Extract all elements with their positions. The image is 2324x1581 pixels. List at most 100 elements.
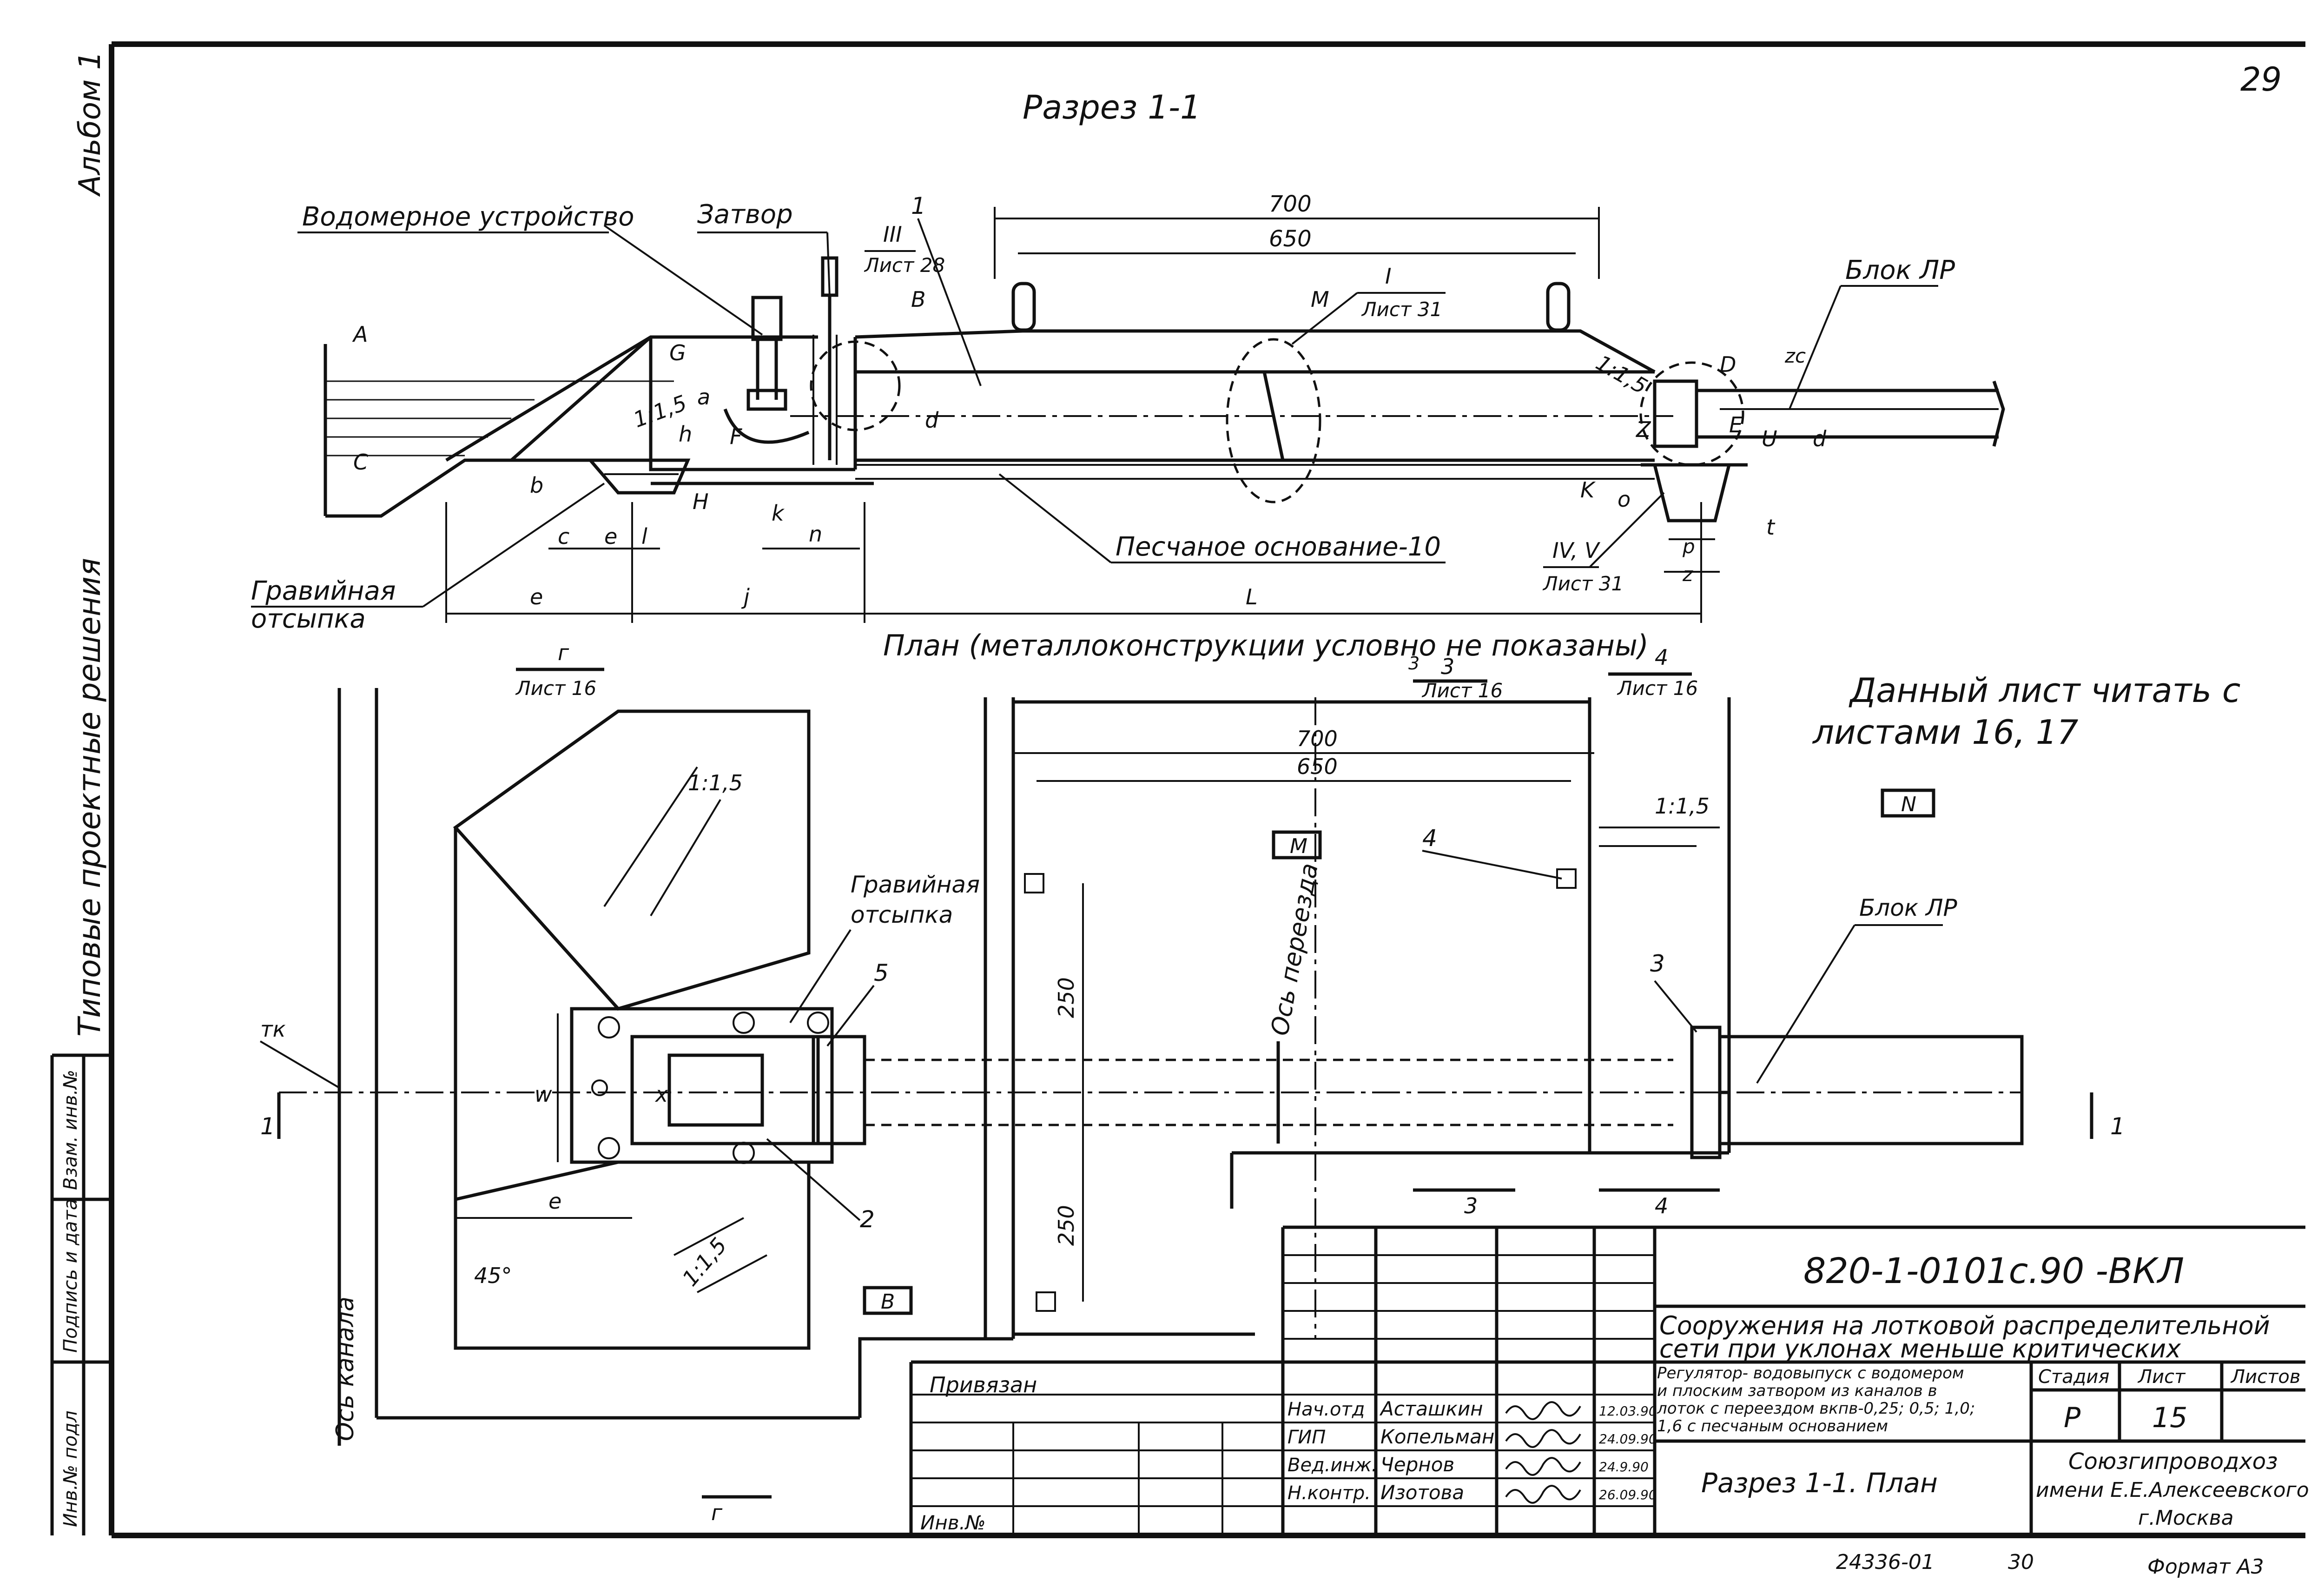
title-line-1: Сооружения на лотковой распределительной <box>1659 1311 2270 1340</box>
callout-1: 1 <box>911 192 926 219</box>
dim-letter-G: G <box>669 340 686 365</box>
ref-3-bottom: 3 <box>1464 1193 1478 1218</box>
dim-letter-t: t <box>1766 515 1776 540</box>
dim-letter-Z: Z <box>1635 417 1651 442</box>
dim-letter-L: L <box>1246 584 1258 609</box>
dim-letter-o: o <box>1618 487 1631 512</box>
ref-g-top-sub: Лист 16 <box>515 677 596 700</box>
dim-letter-c: c <box>558 524 569 549</box>
date-3: 24.9.90 <box>1599 1459 1649 1475</box>
plan-title: План (металлоконструкции условно не пока… <box>883 628 1649 662</box>
plan-dim-700: 700 <box>1297 726 1338 751</box>
sheet-ref-IV-sub: Лист 31 <box>1542 572 1624 595</box>
side-strip-text: Альбом 1 Типовые проектные решения Взам.… <box>60 51 107 1527</box>
role-1: Нач.отд <box>1287 1399 1365 1420</box>
plan-slope-a: 1:1,5 <box>688 770 743 795</box>
sheet-ref-III-sub: Лист 28 <box>864 254 945 277</box>
dim-letter-U: U <box>1762 426 1777 451</box>
ref-g-bottom: г <box>711 1500 723 1525</box>
reading-note: Данный лист читать с листами 16, 17 <box>1812 671 2241 752</box>
box-B: B <box>881 1290 895 1314</box>
dim-letter-b: b <box>530 473 543 498</box>
plan-dim-250b: 250 <box>1054 1205 1079 1246</box>
footer-number: 24336-01 <box>1836 1550 1934 1574</box>
section-title: Разрез 1-1 <box>1023 88 1201 126</box>
label-gate: Затвор <box>697 199 793 230</box>
dim-letter-d2: d <box>1813 426 1827 451</box>
plan-block: Блок ЛР <box>1859 894 1958 921</box>
dim-letter-p: p <box>1682 535 1695 558</box>
org-line-2: имени Е.Е.Алексеевского <box>2036 1478 2309 1502</box>
dim-letter-M: M <box>1311 287 1329 312</box>
stage-value: Р <box>2064 1402 2081 1434</box>
dim-letter-z: z <box>1682 563 1693 586</box>
dim-letter-A: A <box>352 322 368 347</box>
ref-4-top: 4 <box>1655 645 1668 670</box>
dim-letter-n: n <box>809 522 822 547</box>
sheet-frame <box>50 41 2305 1538</box>
sheet-header: Лист <box>2137 1366 2186 1388</box>
name-4: Изотова <box>1380 1481 1464 1504</box>
label-sand-base: Песчаное основание-10 <box>1116 532 1441 562</box>
dim-letter-F: F <box>730 424 742 449</box>
label-gravel-2: отсыпка <box>251 604 366 634</box>
signature-1 <box>1505 1401 1581 1420</box>
label-water-meter: Водомерное устройство <box>302 202 634 232</box>
desc-line-4: 1,6 с песчаным основанием <box>1657 1417 1888 1435</box>
sheet-ref-I-sub: Лист 31 <box>1361 298 1442 321</box>
plan-dim-w: w <box>535 1082 552 1107</box>
strip-cell-3: Инв.№ подл <box>60 1410 81 1527</box>
callout-5: 5 <box>874 959 889 986</box>
series-label: Типовые проектные решения <box>72 558 107 1037</box>
role-3: Вед.инж. <box>1287 1455 1377 1476</box>
section-slope-2: 1:1,5 <box>1592 350 1652 399</box>
plan-dim-250a: 250 <box>1054 977 1079 1018</box>
dim-letter-D: D <box>1720 352 1736 377</box>
drawing-code: 820-1-0101с.90 -ВКЛ <box>1803 1250 2184 1291</box>
dim-letter-h: h <box>679 422 692 447</box>
dim-letter-E: E <box>1729 412 1743 437</box>
dim-letter-j: j <box>741 584 750 609</box>
dim-letter-a: a <box>697 384 710 410</box>
box-N: N <box>1901 793 1916 816</box>
org-line-1: Союзгипроводхоз <box>2068 1449 2278 1475</box>
plan-gravel-2: отсыпка <box>851 901 953 928</box>
dim-letter-k: k <box>772 501 785 526</box>
date-2: 24.09.90 <box>1599 1431 1657 1447</box>
dim-letter-C: C <box>353 450 368 475</box>
inv-label: Инв.№ <box>920 1511 986 1534</box>
date-1: 12.03.90 <box>1599 1403 1657 1419</box>
sheet-number: 29 <box>2240 60 2282 99</box>
plan-slope-c: 1:1,5 <box>1655 794 1710 819</box>
name-2: Копельман <box>1380 1425 1494 1448</box>
signature-3 <box>1505 1457 1581 1476</box>
section-marks: г Лист 16 3 Лист 16 4 Лист 16 г 3 4 1 1 … <box>259 640 2125 1525</box>
ref-tk: тк <box>260 1017 286 1042</box>
dim-letter-zc: zc <box>1784 344 1806 367</box>
desc-line-2: и плоским затвором из каналов в <box>1657 1382 1937 1400</box>
album-label: Альбом 1 <box>73 51 107 197</box>
date-4: 26.09.90 <box>1599 1487 1657 1502</box>
signature-4 <box>1505 1485 1581 1504</box>
role-2: ГИП <box>1287 1427 1326 1448</box>
ref-3-top: 3 <box>1441 654 1454 679</box>
footer-copy: 30 <box>2008 1550 2034 1574</box>
dim-letter-K: K <box>1580 477 1596 503</box>
callout-2: 2 <box>860 1206 875 1233</box>
dim-letter-B: B <box>911 287 926 312</box>
org-line-3: г.Москва <box>2138 1506 2234 1530</box>
title-line-2: сети при уклонах меньше критических <box>1659 1334 2181 1363</box>
note-line-1: Данный лист читать с <box>1849 671 2241 710</box>
title-block: 820-1-0101с.90 -ВКЛ Сооружения на лотков… <box>909 1225 2309 1535</box>
dim-letter-e: e <box>604 524 617 549</box>
plan-slope-b: 1:1,5 <box>677 1233 732 1291</box>
bound-label: Привязан <box>930 1372 1037 1397</box>
section-labels: Водомерное устройство Затвор Гравийная о… <box>251 192 1955 634</box>
signature-2 <box>1505 1429 1581 1448</box>
label-gravel: Гравийная <box>251 576 396 606</box>
dim-letter-l: l <box>641 524 647 549</box>
callout-4: 4 <box>1422 825 1437 852</box>
strip-cell-2: Подпись и дата <box>60 1199 81 1353</box>
ref-sec-right: 1 <box>2110 1113 2125 1140</box>
